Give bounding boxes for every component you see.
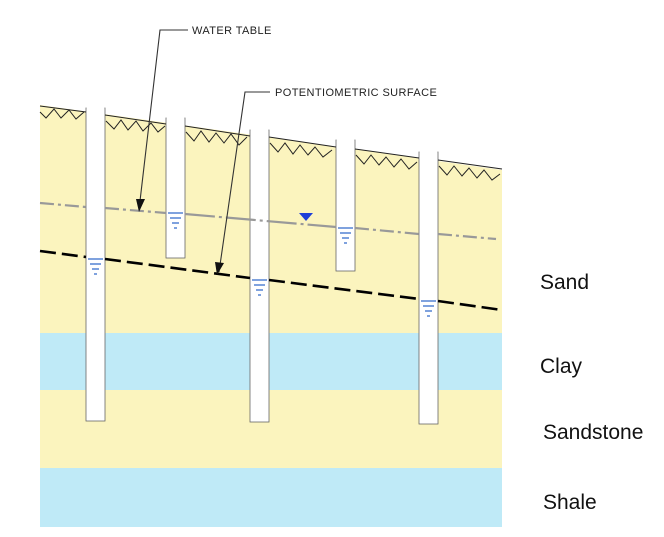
layer-shale	[40, 468, 502, 527]
water-table-line	[39, 201, 497, 241]
layer-label-clay: Clay	[540, 355, 583, 378]
layer-label-shale: Shale	[543, 491, 597, 514]
water-table-marker-icon	[299, 213, 313, 221]
layer-label-sandstone: Sandstone	[543, 421, 643, 444]
potentiometric-surface-line	[39, 249, 503, 312]
leader-lines	[139, 29, 270, 273]
water-level-symbols	[88, 212, 436, 317]
wells	[85, 107, 439, 425]
arrow-potentiometric-icon	[215, 262, 224, 275]
well-3	[249, 129, 270, 423]
well-2	[165, 117, 186, 259]
potentiometric-surface-label: POTENTIOMETRIC SURFACE	[275, 87, 437, 99]
well-4	[335, 139, 356, 272]
water-table-label: WATER TABLE	[192, 25, 272, 37]
layer-label-sand: Sand	[540, 271, 589, 294]
well-5	[418, 151, 439, 425]
arrow-water-table-icon	[136, 199, 145, 212]
